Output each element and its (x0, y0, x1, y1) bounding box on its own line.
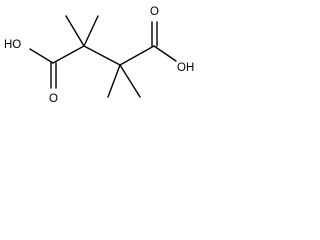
bond-c2-methyl-a (65, 15, 85, 47)
bond-c4-oh-right (153, 45, 177, 62)
bond-c3-methyl-b (119, 64, 141, 98)
atom-label-oh-right: OH (177, 62, 194, 74)
bond-c1-oh-left (29, 48, 54, 64)
atom-label-ho-left: HO (4, 39, 21, 51)
bond-c2-methyl-b (83, 15, 99, 47)
bond-c3-c4 (119, 45, 155, 66)
bond-c2-c3 (83, 45, 121, 66)
c3-methyl-groups (107, 64, 141, 98)
left-carboxyl-group: HO O (4, 39, 58, 105)
bond-c1-c2 (52, 45, 85, 64)
carbon-backbone (52, 45, 155, 66)
atom-label-o-left: O (49, 93, 58, 105)
chemical-structure-diagram: HO O O OH (4, 6, 194, 105)
right-carboxyl-group: O OH (150, 6, 194, 74)
bond-c3-methyl-a (107, 64, 121, 98)
c2-methyl-groups (65, 15, 99, 47)
atom-label-o-right: O (150, 6, 159, 18)
